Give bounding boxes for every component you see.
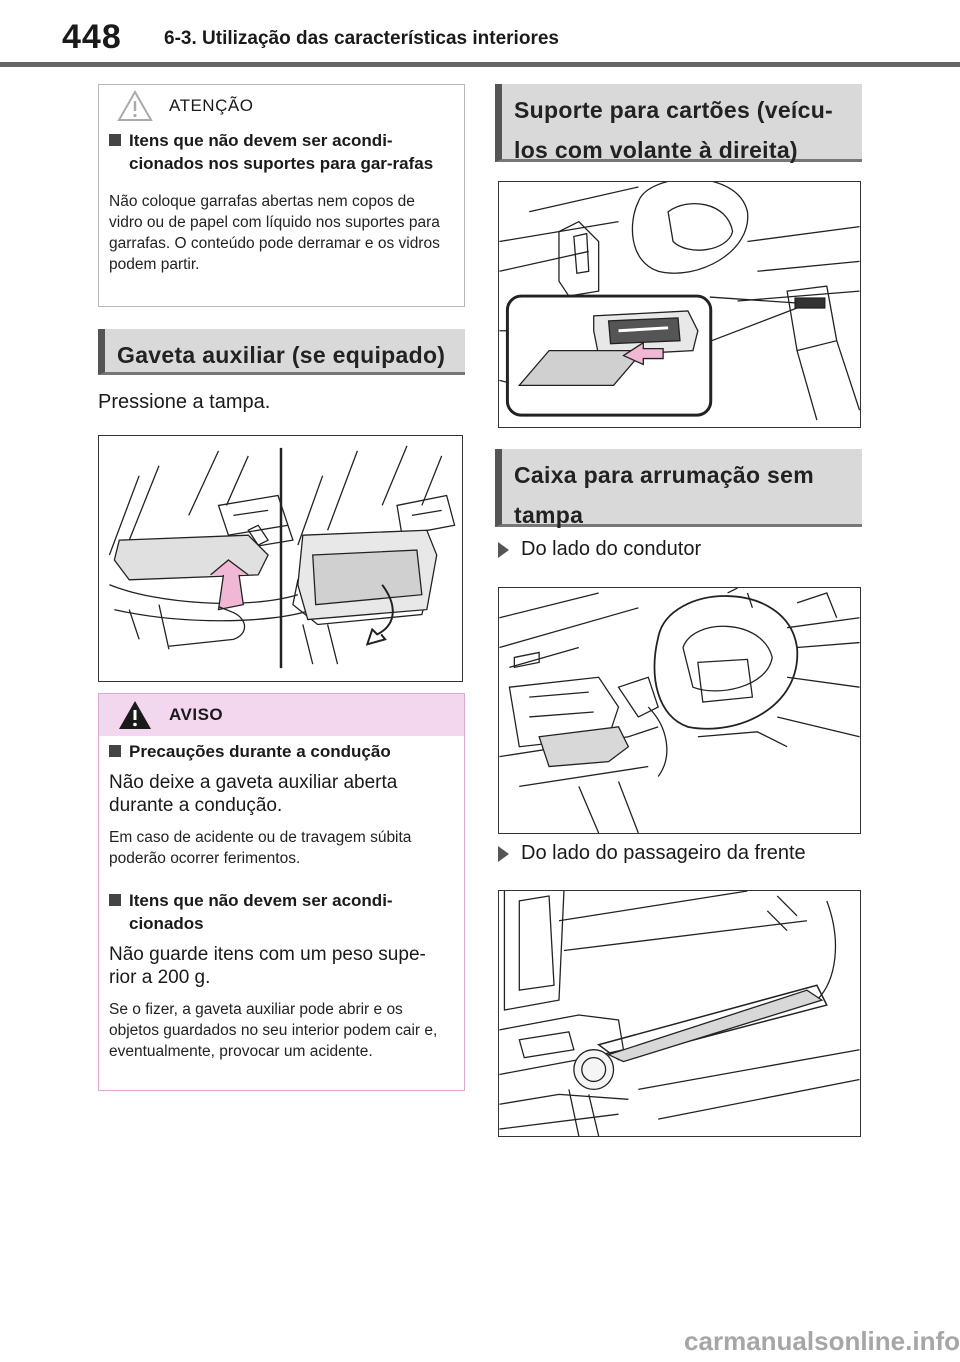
figure-card-holder (498, 181, 861, 428)
section-heading-open-storage: Caixa para arrumação sem tampa (495, 449, 862, 528)
square-bullet-icon (109, 134, 121, 146)
figure-passenger-side-storage (498, 890, 861, 1137)
page-number: 448 (62, 18, 122, 56)
notice-detail-1: Em caso de acidente ou de travagem súbit… (109, 829, 412, 867)
attention-subheading: Itens que não devem ser acondi-cionados … (99, 129, 464, 175)
watermark-text: carmanualsonline.info (684, 1326, 960, 1356)
section-title: 6-3. Utilização das características inte… (164, 28, 559, 49)
square-bullet-icon (109, 745, 121, 757)
bullet-driver-side: Do lado do condutor (498, 538, 701, 561)
section-heading-card-holder: Suporte para cartões (veícu-los com vola… (495, 84, 862, 163)
bullet-passenger-side: Do lado do passageiro da frente (498, 842, 806, 865)
header-divider (0, 62, 960, 67)
notice-subheading-2: Itens que não devem ser acondi-cionados (99, 889, 464, 935)
instruction-text: Pressione a tampa. (98, 391, 271, 413)
notice-main-2: Não guarde itens com um peso supe-rior a… (109, 944, 426, 988)
figure-auxiliary-drawer (98, 435, 463, 682)
warning-triangle-icon (117, 90, 153, 121)
notice-subheading-1: Precauções durante a condução (99, 740, 464, 763)
section-heading-auxiliary-drawer: Gaveta auxiliar (se equipado) (98, 329, 465, 375)
figure-driver-side-storage (498, 587, 861, 834)
attention-body: Não coloque garrafas abertas nem copos d… (109, 193, 440, 273)
attention-label: ATENÇÃO (169, 96, 254, 115)
notice-main-1: Não deixe a gaveta auxiliar aberta duran… (109, 772, 398, 816)
square-bullet-icon (109, 894, 121, 906)
notice-label: AVISO (169, 705, 224, 724)
warning-triangle-icon (119, 701, 151, 729)
triangle-bullet-icon (498, 845, 509, 862)
notice-header: AVISO (99, 694, 464, 736)
notice-detail-2: Se o fizer, a gaveta auxiliar pode abrir… (109, 1001, 438, 1060)
notice-box: AVISO Precauções durante a condução Não … (98, 693, 465, 1091)
attention-box: ATENÇÃO Itens que não devem ser acondi-c… (98, 84, 465, 307)
attention-header: ATENÇÃO (99, 85, 464, 127)
triangle-bullet-icon (498, 541, 509, 558)
